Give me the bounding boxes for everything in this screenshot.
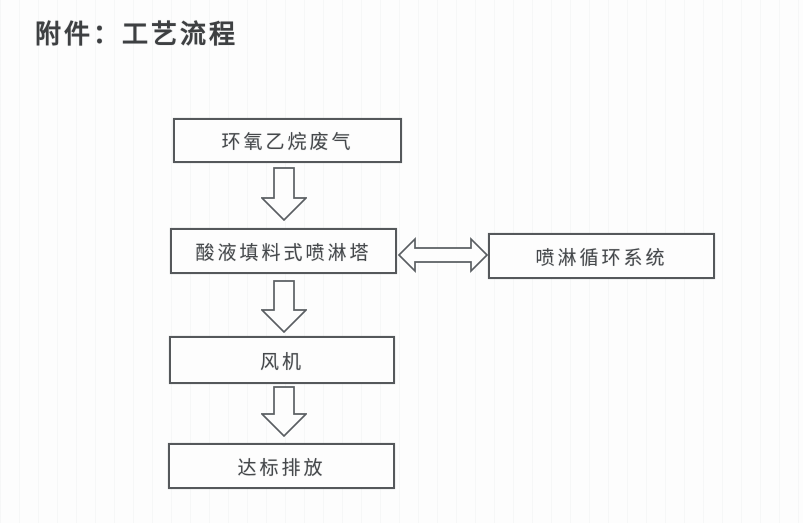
flow-node-label: 喷淋循环系统 <box>535 247 668 269</box>
flow-node-label: 酸液填料式喷淋塔 <box>195 242 372 264</box>
double-arrow-icon <box>398 236 488 274</box>
flow-node-label: 环氧乙烷废气 <box>221 132 354 153</box>
attachment-title: 附件：工艺流程 <box>35 20 239 49</box>
flow-node-waste-gas: 环氧乙烷废气 <box>173 118 402 163</box>
flow-node-circulation: 喷淋循环系统 <box>488 233 715 279</box>
flow-node-discharge: 达标排放 <box>168 443 395 489</box>
down-arrow-icon <box>261 386 307 437</box>
flow-node-label: 达标排放 <box>237 457 326 479</box>
flow-node-spray-tower: 酸液填料式喷淋塔 <box>170 228 397 274</box>
down-arrow-icon <box>261 280 307 333</box>
flow-node-label: 风机 <box>259 351 304 373</box>
down-arrow-icon <box>261 167 307 221</box>
flow-node-fan: 风机 <box>169 336 395 384</box>
